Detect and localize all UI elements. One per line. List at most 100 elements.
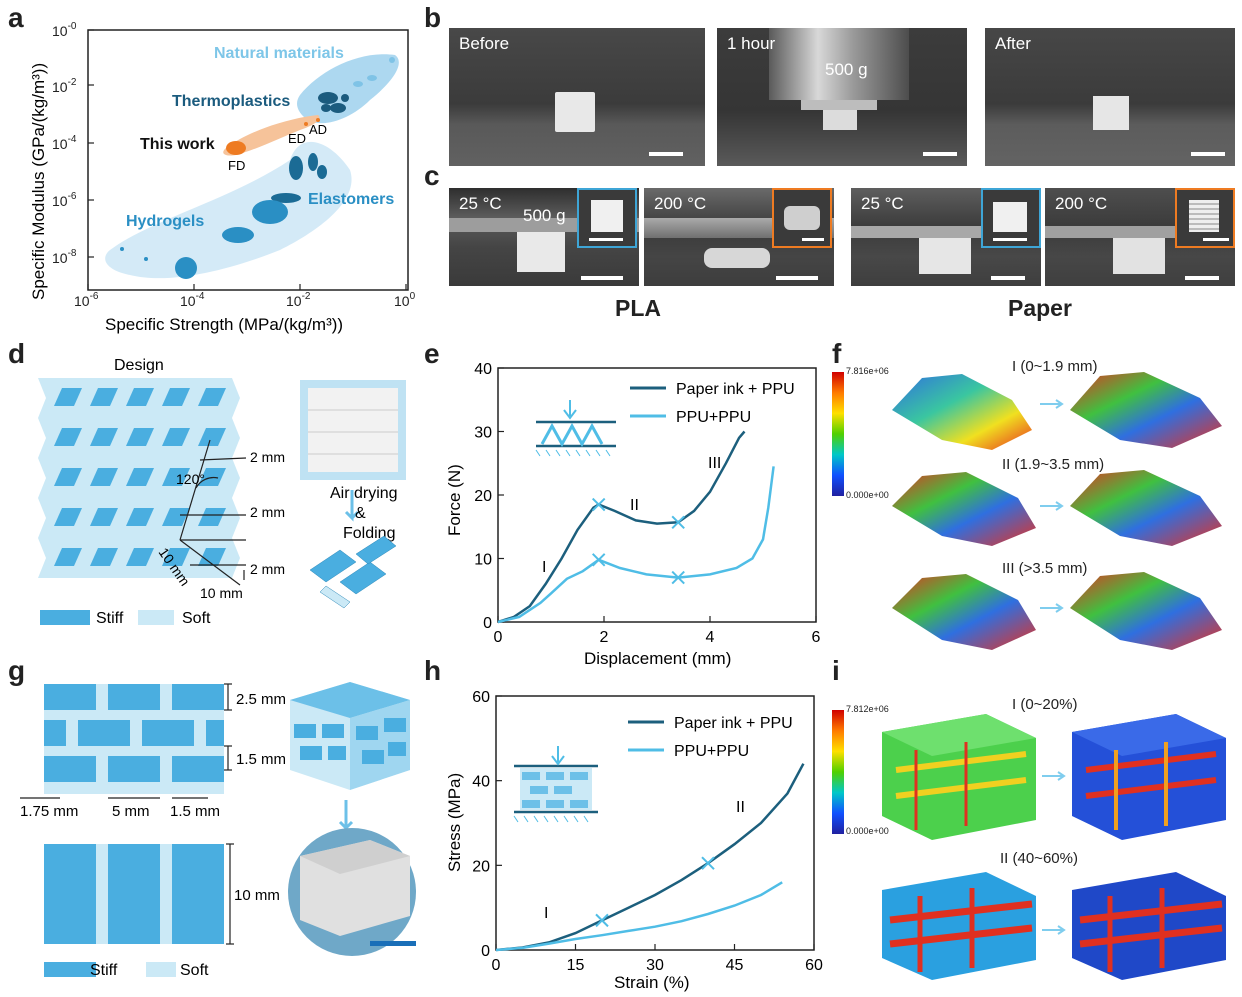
pla-label: PLA: [615, 295, 661, 321]
legend-item: Paper ink + PPU: [676, 381, 795, 398]
stage-caption: I (0~20%): [1012, 696, 1078, 713]
stiff-brick: [206, 720, 224, 746]
y-tick-label: 20: [472, 858, 490, 875]
x-tick-label: 10-4: [180, 291, 205, 309]
stage-label: I: [544, 905, 548, 922]
color-bar: [832, 710, 844, 834]
arrows: [1042, 771, 1066, 935]
temp-label: 200 °C: [654, 194, 707, 213]
stiff-parallelogram: [90, 428, 118, 446]
x-tick-label: 2: [600, 629, 609, 646]
stage-label: II: [630, 497, 639, 514]
sample-block: [1113, 238, 1165, 274]
stiff-parallelogram: [126, 428, 154, 446]
temp-label: 25 °C: [861, 194, 904, 213]
photo-1-hour: 1 hour 500 g: [717, 28, 967, 166]
sample-cube: [1093, 96, 1129, 130]
sample-block: [919, 238, 971, 274]
legend-item: PPU+PPU: [676, 409, 751, 426]
fea-mesh-2b: [1070, 470, 1222, 546]
stiff-swatch: [44, 962, 96, 977]
this-work-label: This work: [140, 136, 215, 153]
x-axis-label: Specific Strength (MPa/(kg/m³)): [105, 315, 343, 334]
stage-caption: II (1.9~3.5 mm): [1002, 456, 1105, 473]
sample-compressed: [823, 110, 857, 130]
x-tick-label: 45: [726, 957, 744, 974]
x-axis-label: Displacement (mm): [584, 649, 731, 668]
brick-3d-model: [290, 682, 410, 832]
scale-bar: [649, 152, 683, 156]
ed-label: ED: [288, 131, 306, 146]
paper-label: Paper: [1008, 295, 1072, 321]
legend-item: Paper ink + PPU: [674, 715, 793, 732]
this-work-region: [223, 115, 320, 156]
scale-bar: [581, 276, 623, 280]
fd-label: FD: [228, 158, 245, 173]
temp-label: 25 °C: [459, 194, 502, 213]
y-tick-label: 10: [474, 552, 492, 569]
dim-label: 1.75 mm: [20, 803, 78, 820]
stiff-parallelogram: [162, 388, 190, 406]
fea-brick-1a: [882, 714, 1036, 840]
scale-bar: [923, 152, 957, 156]
fea-brick-1b: [1072, 714, 1226, 840]
stage-label: II: [736, 799, 745, 816]
ad-label: AD: [309, 122, 327, 137]
brick-design-diagram: 2.5 mm 1.5 mm 1.75 mm 5 mm 1.5 mm 10 mm …: [20, 682, 416, 979]
stiff-parallelogram: [126, 468, 154, 486]
fea-mesh-3a: [892, 574, 1036, 650]
stage-marker: [671, 515, 685, 530]
photo-caption: 1 hour: [727, 34, 776, 53]
y-axis-label: Stress (MPa): [445, 773, 464, 872]
scale-bar: [370, 941, 416, 946]
y-tick-label: 10-8: [52, 248, 77, 266]
y-tick-label: 0: [483, 615, 492, 632]
panel-label-a: a: [8, 2, 24, 33]
y-axis-label: Force (N): [445, 464, 464, 536]
y-tick-label: 10-0: [52, 21, 77, 39]
scale-bar: [1191, 152, 1225, 156]
panel-label-e: e: [424, 338, 440, 369]
x-tick-label: 4: [706, 629, 715, 646]
fea-mesh-2a: [892, 472, 1036, 546]
stiff-brick: [108, 684, 160, 710]
y-tick-label: 40: [472, 774, 490, 791]
stiff-swatch: [40, 610, 90, 625]
sample-melted: [704, 248, 770, 268]
stage-marker: [701, 856, 715, 870]
stiff-parallelogram: [162, 428, 190, 446]
fea-brick-2a: [882, 872, 1036, 980]
photo-paper-25c: 25 °C: [851, 188, 1041, 286]
stage-marker: [595, 913, 609, 928]
stiff-parallelogram: [90, 388, 118, 406]
soft-swatch: [146, 962, 176, 977]
photo-pla-25c: 25 °C 500 g: [449, 188, 639, 286]
stage-marker: [591, 553, 606, 567]
stiff-label: Stiff: [96, 610, 124, 627]
colorbar-max: 7.816e+06: [846, 366, 889, 376]
stiff-parallelogram: [54, 428, 82, 446]
panel-label-g: g: [8, 655, 26, 686]
fea-panel-i: 7.812e+06 0.000e+00 I (0~20%) II (40~60%…: [832, 680, 1242, 990]
series-line: [497, 430, 746, 624]
folded-structure: [309, 535, 397, 609]
fea-panel-f: 7.816e+06 0.000e+00 I (0~1.9 mm) II (1.9…: [832, 358, 1242, 650]
stage-caption: II (40~60%): [1000, 850, 1078, 867]
stiff-parallelogram: [126, 508, 154, 526]
stiff-parallelogram: [90, 548, 118, 566]
colorbar-min: 0.000e+00: [846, 490, 889, 500]
color-bar: [832, 372, 844, 496]
x-tick-label: 6: [812, 629, 821, 646]
y-axis-label: Specific Modulus (GPa/(kg/m³)): [29, 63, 48, 300]
photo-caption: After: [995, 34, 1031, 53]
series-line: [497, 466, 775, 624]
y-tick-label: 30: [474, 425, 492, 442]
inset-photo: [772, 188, 832, 248]
x-tick-label: 10-6: [74, 291, 99, 309]
stage-caption: I (0~1.9 mm): [1012, 358, 1098, 375]
y-tick-label: 20: [474, 488, 492, 505]
panel-label-b: b: [424, 2, 442, 33]
fea-mesh-3b: [1070, 572, 1222, 650]
scale-bar: [991, 276, 1025, 280]
